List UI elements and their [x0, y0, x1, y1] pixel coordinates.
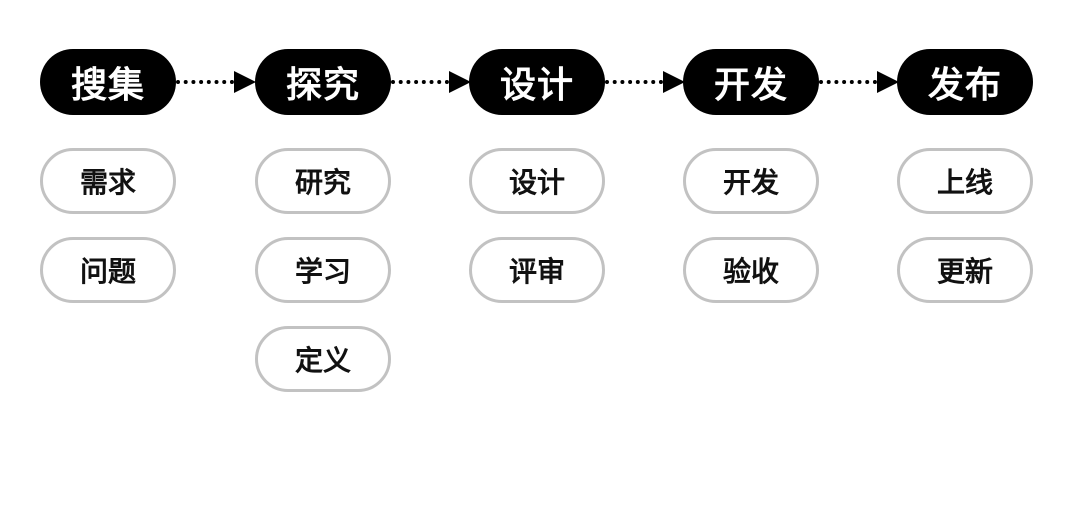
- connector-dots: [605, 80, 663, 84]
- connector-arrow-3: [605, 71, 685, 93]
- stage-column-develop: 开发 开发 验收: [683, 49, 819, 326]
- task-launch: 上线: [897, 148, 1033, 214]
- task-problems: 问题: [40, 237, 176, 303]
- connector-arrow-2: [391, 71, 471, 93]
- stage-release: 发布: [897, 49, 1033, 115]
- arrow-head-icon: [877, 71, 899, 93]
- task-requirements: 需求: [40, 148, 176, 214]
- connector-arrow-4: [819, 71, 899, 93]
- task-update: 更新: [897, 237, 1033, 303]
- connector-dots: [819, 80, 877, 84]
- connector-dots: [176, 80, 234, 84]
- stage-design: 设计: [469, 49, 605, 115]
- task-list-develop: 开发 验收: [683, 148, 819, 303]
- arrow-head-icon: [663, 71, 685, 93]
- connector-dots: [391, 80, 449, 84]
- stage-develop: 开发: [683, 49, 819, 115]
- stage-explore: 探究: [255, 49, 391, 115]
- arrow-head-icon: [449, 71, 471, 93]
- stage-column-release: 发布 上线 更新: [897, 49, 1033, 326]
- stage-column-design: 设计 设计 评审: [469, 49, 605, 326]
- task-list-design: 设计 评审: [469, 148, 605, 303]
- task-design: 设计: [469, 148, 605, 214]
- stage-collect: 搜集: [40, 49, 176, 115]
- arrow-head-icon: [234, 71, 256, 93]
- task-develop: 开发: [683, 148, 819, 214]
- task-acceptance: 验收: [683, 237, 819, 303]
- task-list-release: 上线 更新: [897, 148, 1033, 303]
- task-review: 评审: [469, 237, 605, 303]
- task-learn: 学习: [255, 237, 391, 303]
- task-research: 研究: [255, 148, 391, 214]
- stage-column-collect: 搜集 需求 问题: [40, 49, 176, 326]
- task-list-collect: 需求 问题: [40, 148, 176, 303]
- connector-arrow-1: [176, 71, 256, 93]
- stage-column-explore: 探究 研究 学习 定义: [255, 49, 391, 415]
- task-list-explore: 研究 学习 定义: [255, 148, 391, 392]
- task-define: 定义: [255, 326, 391, 392]
